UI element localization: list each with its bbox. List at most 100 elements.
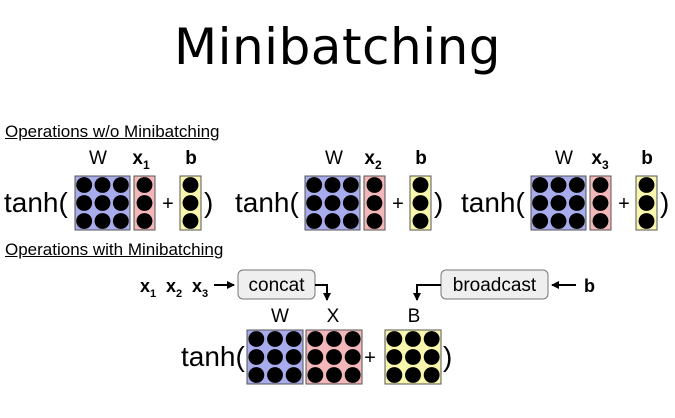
- matrix-dot: [76, 195, 93, 211]
- batch-input-3: x3: [192, 276, 208, 300]
- matrix-dot: [638, 177, 655, 193]
- matrix-dot: [344, 367, 361, 383]
- matrix-dot: [285, 367, 302, 383]
- weight-label: W: [325, 148, 343, 169]
- matrix-dot: [592, 177, 609, 193]
- matrix-dot: [423, 349, 440, 365]
- matrix-dot: [405, 349, 421, 365]
- matrix-dot: [423, 367, 440, 383]
- matrix-dot: [307, 331, 324, 347]
- matrix-dot: [306, 177, 323, 193]
- matrix-dot: [568, 177, 585, 193]
- matrix-dot: [366, 177, 383, 193]
- weight-label: W: [89, 148, 107, 169]
- matrix-dot: [76, 213, 93, 229]
- matrix-dot: [386, 331, 403, 347]
- matrix-dot: [550, 195, 567, 211]
- bias-label: b: [415, 148, 427, 169]
- matrix-dot: [307, 349, 324, 365]
- matrix-dot: [324, 177, 341, 193]
- matrix-dot: [324, 213, 341, 229]
- batched-inputs: x1 x2 x3: [140, 276, 208, 300]
- matrix-dot: [182, 177, 199, 193]
- tanh-close: ): [434, 187, 443, 218]
- matrix-dot: [344, 331, 361, 347]
- batched-tanh-close: ): [443, 341, 452, 372]
- input-label: x2: [364, 148, 382, 172]
- matrix-dot: [248, 331, 265, 347]
- matrix-dot: [112, 213, 129, 229]
- matrix-dot: [94, 195, 111, 211]
- heading-with-minibatching: Operations with Minibatching: [5, 240, 224, 259]
- plus-sign: +: [392, 193, 404, 215]
- heading-without-minibatching: Operations w/o Minibatching: [5, 122, 220, 141]
- tanh-open: tanh(: [235, 187, 299, 218]
- matrix-dot: [267, 367, 283, 383]
- matrix-dot: [638, 195, 655, 211]
- batched-bias-label: B: [408, 306, 421, 327]
- matrix-dot: [344, 349, 361, 365]
- matrix-dot: [307, 367, 324, 383]
- matrix-dot: [532, 195, 549, 211]
- matrix-dot: [267, 331, 283, 347]
- matrix-dot: [423, 331, 440, 347]
- matrix-dot: [592, 195, 609, 211]
- input-label: x3: [591, 148, 609, 172]
- matrix-dot: [405, 331, 421, 347]
- broadcast-label: broadcast: [453, 275, 537, 296]
- matrix-dot: [182, 213, 199, 229]
- matrix-dot: [342, 195, 359, 211]
- matrix-dot: [638, 213, 655, 229]
- matrix-dot: [94, 213, 111, 229]
- tanh-close: ): [204, 187, 213, 218]
- batched-plus-sign: +: [364, 347, 376, 369]
- batch-input-1: x1: [140, 276, 156, 300]
- matrix-dot: [550, 177, 567, 193]
- matrix-dot: [136, 195, 153, 211]
- tanh-close: ): [660, 187, 669, 218]
- matrix-dot: [342, 213, 359, 229]
- matrix-dot: [568, 195, 585, 211]
- concat-label: concat: [249, 275, 306, 296]
- bias-label: b: [185, 148, 197, 169]
- batched-input-label: X: [327, 306, 340, 327]
- tanh-open: tanh(: [4, 187, 68, 218]
- matrix-dot: [366, 195, 383, 211]
- matrix-dot: [326, 367, 342, 383]
- no-batch-group-3: W x3 b tanh( + ): [461, 148, 669, 231]
- matrix-dot: [306, 195, 323, 211]
- matrix-dot: [267, 349, 283, 365]
- matrix-dot: [386, 349, 403, 365]
- no-batch-group-1: W x1 b tanh( + ): [4, 148, 213, 231]
- batched-weight-label: W: [271, 306, 289, 327]
- matrix-dot: [412, 195, 429, 211]
- matrix-dot: [386, 367, 403, 383]
- matrix-dot: [568, 213, 585, 229]
- matrix-dot: [326, 331, 342, 347]
- matrix-dot: [412, 177, 429, 193]
- batched-tanh-open: tanh(: [181, 341, 245, 372]
- matrix-dot: [532, 177, 549, 193]
- matrix-dot: [76, 177, 93, 193]
- bias-label: b: [641, 148, 653, 169]
- matrix-dot: [112, 177, 129, 193]
- matrix-dot: [550, 213, 567, 229]
- matrix-dot: [182, 195, 199, 211]
- broadcast-box: broadcast: [440, 269, 549, 300]
- matrix-dot: [532, 213, 549, 229]
- matrix-dot: [136, 213, 153, 229]
- batched-expression: W X B tanh( + ): [181, 306, 452, 385]
- concat-box: concat: [237, 269, 316, 300]
- plus-sign: +: [618, 193, 630, 215]
- matrix-dot: [405, 367, 421, 383]
- plus-sign: +: [162, 193, 174, 215]
- matrix-dot: [306, 213, 323, 229]
- arrow-concat-to-x: [315, 284, 331, 301]
- arrow-broadcast-to-b: [413, 284, 441, 301]
- matrix-dot: [412, 213, 429, 229]
- matrix-dot: [324, 195, 341, 211]
- input-label: x1: [132, 148, 150, 172]
- no-batch-group-2: W x2 b tanh( + ): [235, 148, 443, 231]
